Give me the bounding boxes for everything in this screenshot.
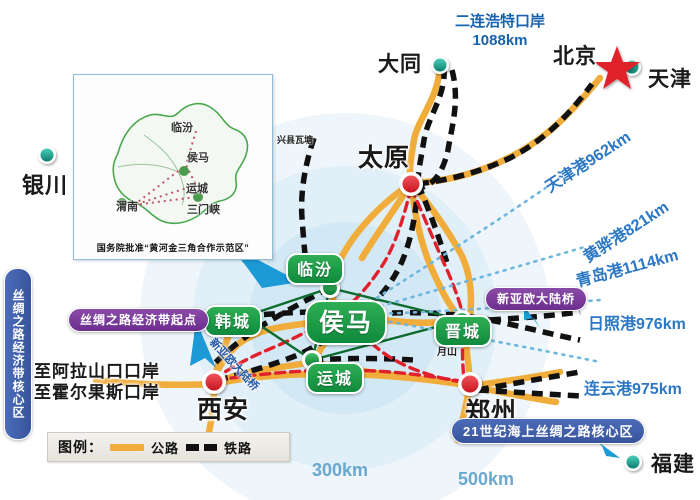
city-chip-yuncheng: 运城 [306,362,365,394]
beijing-star-icon [594,46,640,89]
city-chip-yuncheng-label: 运城 [306,362,365,394]
callout-maritime-silk-road-label: 21世纪海上丝绸之路核心区 [451,418,646,444]
inset-label-yuncheng: 运城 [186,183,208,195]
legend-rail-label: 铁路 [224,440,253,456]
erenhot-callout: 二连浩特口岸 1088km [455,12,545,50]
city-chip-houma-label: 侯马 [305,300,388,345]
city-label-yinchuan: 银川 [22,173,69,198]
inset-label-linfen: 临汾 [171,122,193,134]
city-chip-linfen: 临汾 [286,253,345,285]
legend-road-swatch [110,443,144,451]
legend-title: 图例： [58,439,103,455]
callout-new-eurasian-bridge-label: 新亚欧大陆桥 [485,287,588,311]
ring-label-300km: 300km [312,460,369,480]
city-chip-linfen-label: 临汾 [286,253,345,285]
port-label-lianyungang: 连云港975km [584,381,682,398]
erenhot-label: 二连浩特口岸 [455,13,546,30]
city-label-tianjin: 天津 [648,68,692,91]
inset-map: 临汾 侯马 运城 渭南 三门峡 国务院批准“黄河金三角合作示范区” [73,74,273,260]
city-chip-hancheng-label: 韩城 [204,305,263,337]
city-label-xingxian-watang: 兴县瓦塘 [277,135,314,145]
legend-rail-swatch [186,443,218,451]
city-label-xian: 西安 [197,396,250,424]
city-label-yueshan: 月山 [437,347,457,358]
city-label-taiyuan: 太原 [358,144,411,172]
label-to-alashankou: 至阿拉山口口岸 [34,362,160,381]
city-chip-houma: 侯马 [305,300,388,345]
callout-new-eurasian-bridge: 新亚欧大陆桥 [485,287,588,311]
city-chip-jincheng: 晋城 [434,315,493,347]
city-label-datong: 大同 [378,53,422,76]
city-chip-hancheng: 韩城 [204,305,263,337]
silk-road-core-zone-pill: 丝绸之路经济带核心区 [4,268,32,440]
erenhot-distance: 1088km [472,32,528,49]
callout-silk-road-start-label: 丝绸之路经济带起点 [68,308,210,332]
inset-label-houma: 侯马 [187,152,209,164]
inset-label-weinan: 渭南 [116,201,138,213]
callout-maritime-silk-road: 21世纪海上丝绸之路核心区 [451,418,646,444]
callout-silk-road-start: 丝绸之路经济带起点 [68,308,210,332]
corridor-pill-label: 丝绸之路经济带核心区 [11,289,25,419]
city-chip-jincheng-label: 晋城 [434,315,493,347]
port-label-rizhao: 日照港976km [588,316,686,333]
label-to-horgos: 至霍尔果斯口岸 [34,383,160,402]
inset-map-graphic [112,102,249,225]
legend: 图例： 公路 铁路 [47,432,290,462]
legend-road-label: 公路 [151,440,180,456]
inset-label-sanmenxia: 三门峡 [187,204,220,216]
ring-label-500km: 500km [458,469,515,489]
inset-caption: 国务院批准“黄河金三角合作示范区” [96,243,250,253]
city-label-fujian: 福建 [651,453,695,476]
city-label-beijing: 北京 [553,45,597,68]
